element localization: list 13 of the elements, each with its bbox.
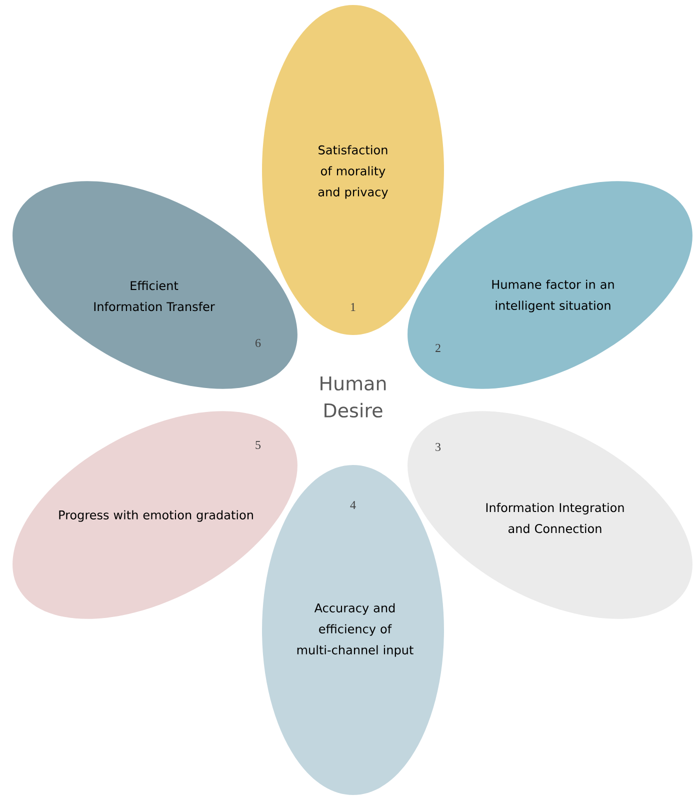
petal-label: Efficient Information Transfer xyxy=(94,280,215,312)
petal-number: 1 xyxy=(351,303,356,311)
petal-label: Satisfaction of morality and privacy xyxy=(318,145,388,199)
center-title: Human Desire xyxy=(320,376,386,418)
petal-number: 3 xyxy=(436,442,441,452)
petal-label: Accuracy and efficiency of multi-channel input xyxy=(297,603,414,657)
petal-number: 6 xyxy=(256,338,261,348)
petal-label: Humane factor in an intelligent situation xyxy=(492,280,614,312)
petal-label: Information Integration and Connection xyxy=(486,502,624,534)
petal-number: 4 xyxy=(350,501,356,509)
petal-number: 5 xyxy=(256,441,261,449)
petal-label: Progress with emotion gradation xyxy=(59,510,253,522)
petal-number: 2 xyxy=(436,344,440,352)
